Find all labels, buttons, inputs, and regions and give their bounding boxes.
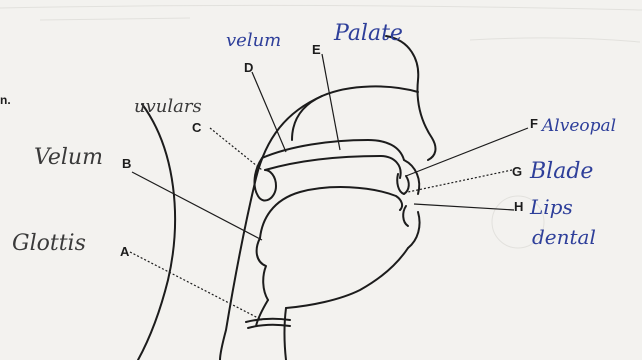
- printed-label-a: A: [120, 244, 130, 259]
- printed-label-d: D: [244, 60, 253, 75]
- printed-label-b: B: [122, 156, 131, 171]
- epiglottis: [257, 238, 268, 300]
- printed-label-g: G: [512, 164, 522, 179]
- handwritten-dental: dental: [532, 225, 596, 249]
- printed-label-c: C: [192, 120, 202, 135]
- upper-teeth: [397, 174, 409, 194]
- handwritten-blade: Blade: [529, 159, 593, 184]
- posterior-pharynx-wall: [220, 96, 322, 360]
- handwritten-alveopal: Alveopal: [540, 116, 616, 136]
- jaw-chin: [286, 248, 408, 308]
- larynx: [246, 300, 290, 328]
- margin-fragment: n.: [0, 93, 11, 107]
- handwritten-velum-d: velum: [226, 30, 281, 51]
- handwritten-palate: Palate: [333, 21, 403, 46]
- nasal-cavity-roof: [292, 86, 418, 140]
- lower-teeth: [403, 206, 408, 226]
- pointer-f: [406, 128, 528, 176]
- throat-front: [285, 308, 287, 360]
- pointer-a: [130, 252, 262, 320]
- neck-back: [138, 104, 175, 360]
- pointer-e: [322, 54, 340, 150]
- velum: [255, 158, 276, 201]
- printed-label-f: F: [530, 116, 538, 131]
- lower-lip: [408, 212, 420, 248]
- pointer-c: [210, 128, 262, 170]
- nose-outline: [386, 36, 435, 160]
- printed-label-h: H: [514, 199, 523, 214]
- printed-label-e: E: [312, 42, 321, 57]
- pointer-d: [252, 72, 286, 152]
- handwritten-velum-b: Velum: [34, 145, 103, 170]
- oral-roof-inner: [265, 156, 401, 178]
- tongue: [260, 187, 402, 238]
- pointer-g: [408, 170, 512, 192]
- pointer-b: [132, 172, 262, 240]
- handwritten-glottis: Glottis: [12, 231, 86, 256]
- handwritten-uvulars: uvulars: [134, 96, 202, 117]
- handwritten-lips: Lips: [529, 195, 573, 219]
